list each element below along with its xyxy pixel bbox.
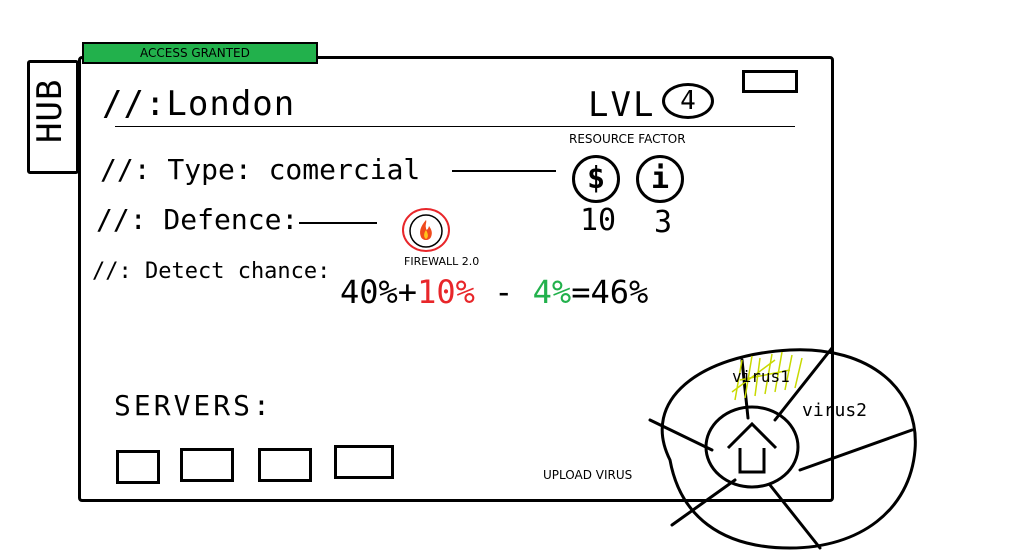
servers-label: SERVERS: bbox=[114, 389, 273, 422]
server-slot[interactable] bbox=[258, 448, 312, 482]
hub-tab[interactable] bbox=[27, 60, 79, 174]
server-slot[interactable] bbox=[116, 450, 160, 484]
upload-arrow-icon bbox=[726, 421, 778, 474]
detect-plus: + bbox=[397, 273, 418, 311]
detect-penalty: 10% bbox=[417, 273, 475, 311]
resource-factor-title: RESOURCE FACTOR bbox=[569, 132, 686, 146]
detect-base: 40% bbox=[340, 273, 398, 311]
upload-virus-label: UPLOAD VIRUS bbox=[543, 468, 633, 482]
target-city: //:London bbox=[102, 84, 296, 124]
virus1-label[interactable]: virus1 bbox=[732, 367, 790, 386]
server-slot[interactable] bbox=[180, 448, 234, 482]
level-label: LVL bbox=[588, 85, 656, 125]
target-panel bbox=[78, 56, 834, 502]
detect-total: 46% bbox=[590, 273, 649, 311]
money-value: 10 bbox=[580, 203, 617, 238]
type-row: //: Type: comercial bbox=[100, 153, 421, 186]
detect-bonus: 4% bbox=[532, 273, 572, 311]
detect-calculation: 40%+10% - 4%=46% bbox=[340, 272, 648, 312]
detect-minus: - bbox=[494, 273, 514, 311]
type-connector bbox=[452, 170, 556, 172]
defence-connector bbox=[299, 222, 377, 224]
level-badge: 4 bbox=[662, 83, 714, 119]
firewall-name: FIREWALL 2.0 bbox=[404, 255, 480, 268]
info-value: 3 bbox=[654, 205, 673, 240]
detect-equals: = bbox=[571, 273, 591, 311]
server-slot[interactable] bbox=[334, 445, 394, 479]
money-icon[interactable]: $ bbox=[572, 155, 620, 203]
access-granted-banner: ACCESS GRANTED bbox=[82, 42, 318, 64]
close-tab[interactable] bbox=[742, 70, 798, 93]
upload-button bbox=[704, 405, 800, 489]
access-granted-text: ACCESS GRANTED bbox=[140, 46, 250, 60]
virus2-label[interactable]: virus2 bbox=[802, 400, 867, 421]
info-icon[interactable]: i bbox=[636, 155, 684, 203]
detect-chance-row: //: Detect chance: bbox=[92, 259, 331, 284]
header-divider bbox=[115, 126, 795, 127]
fire-icon[interactable] bbox=[402, 208, 450, 252]
defence-row: //: Defence: bbox=[96, 203, 299, 236]
